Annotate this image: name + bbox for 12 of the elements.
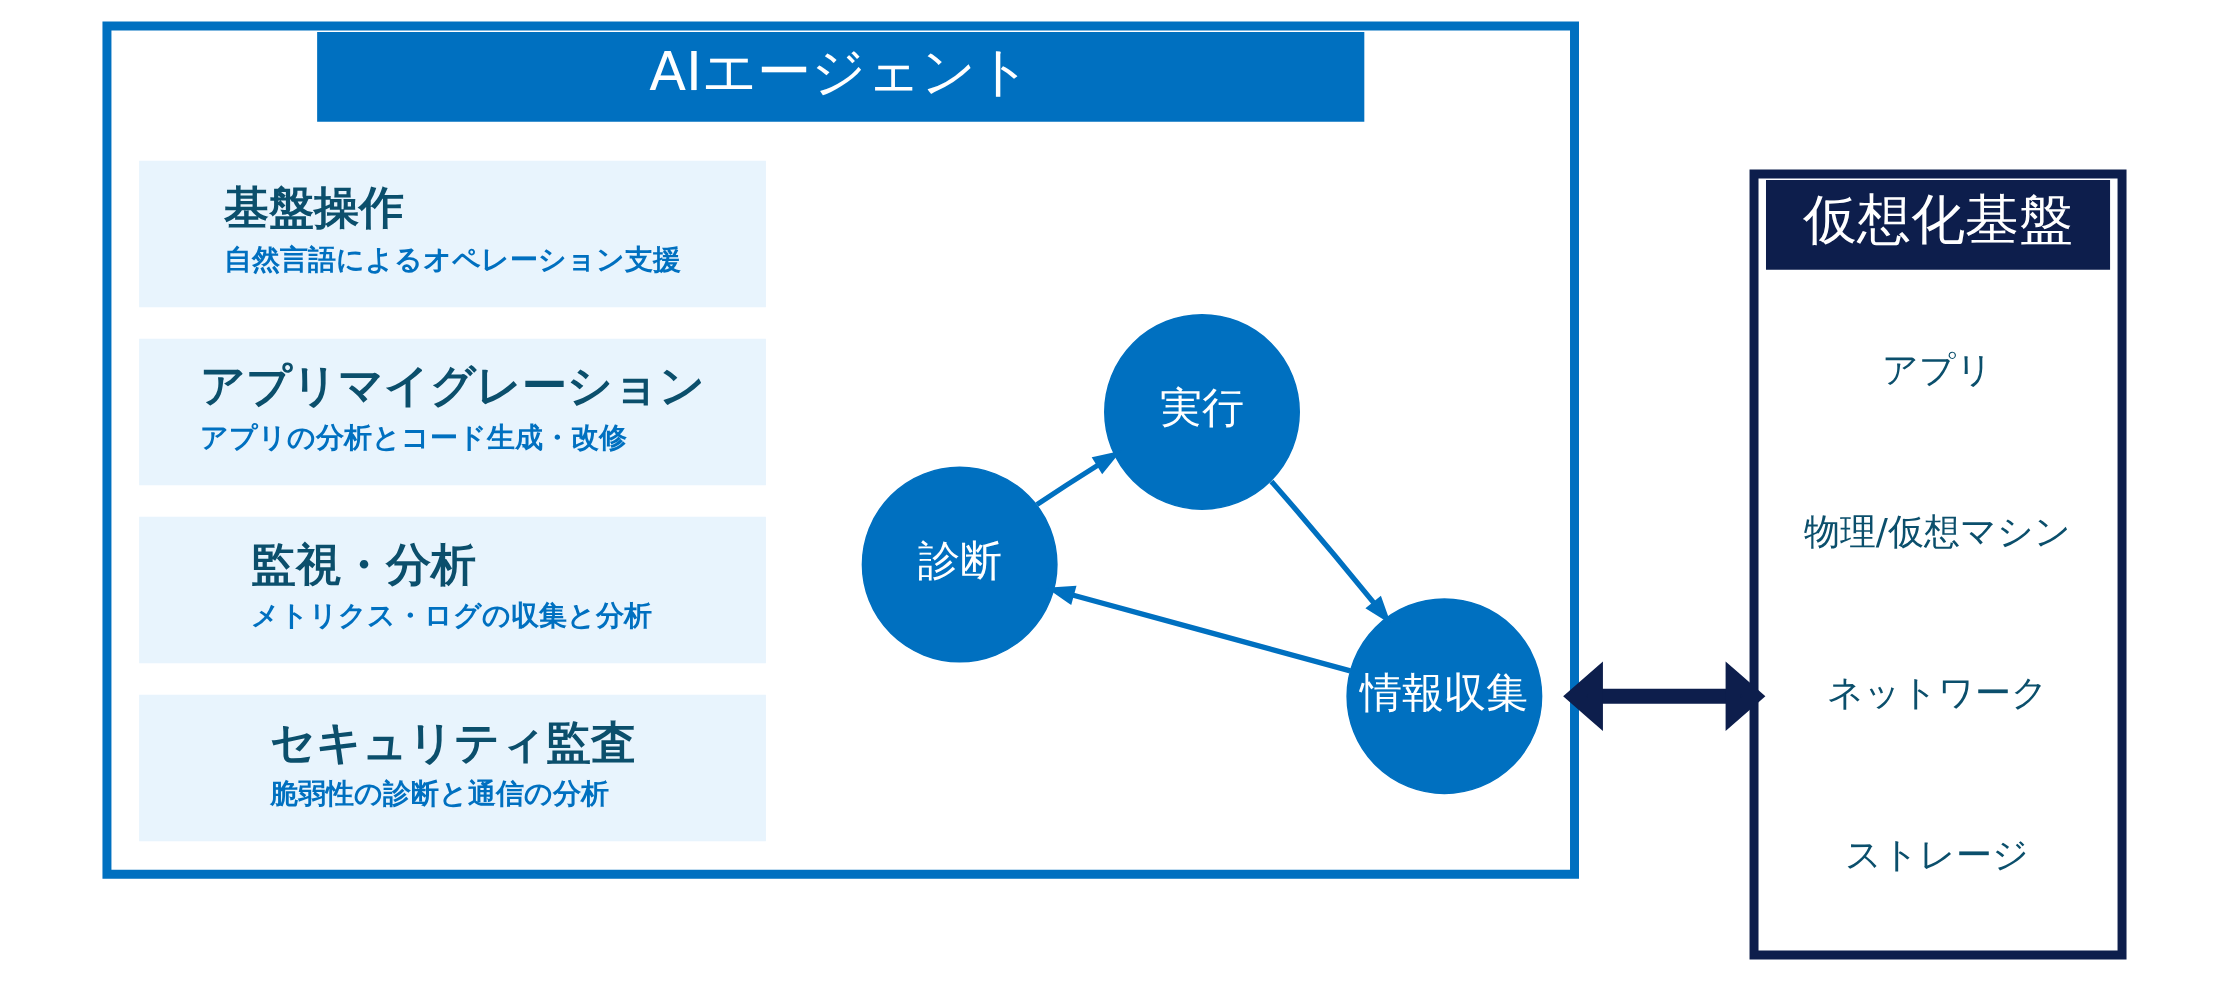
node-circle: 実行 xyxy=(1104,313,1300,510)
node-text: 物理/仮想マシン xyxy=(1803,510,2071,552)
node-text: アプリ xyxy=(1881,349,1993,391)
node-box: 基盤操作 自然言語によるオペレーション支援 xyxy=(139,160,766,308)
node-text: ストレージ xyxy=(1845,834,2030,876)
node-text: ネットワーク xyxy=(1826,672,2048,714)
arrow xyxy=(1563,661,1766,731)
node-circle: 診断 xyxy=(861,466,1058,663)
node-box: 監視・分析 メトリクス・ログの収集と分析 xyxy=(139,516,766,664)
node-box: アプリマイグレーション アプリの分析とコード生成・改修 xyxy=(139,338,766,486)
node-circle: 情報収集 xyxy=(1346,598,1543,795)
node-box: セキュリティ監査 脆弱性の診断と通信の分析 xyxy=(139,694,766,842)
